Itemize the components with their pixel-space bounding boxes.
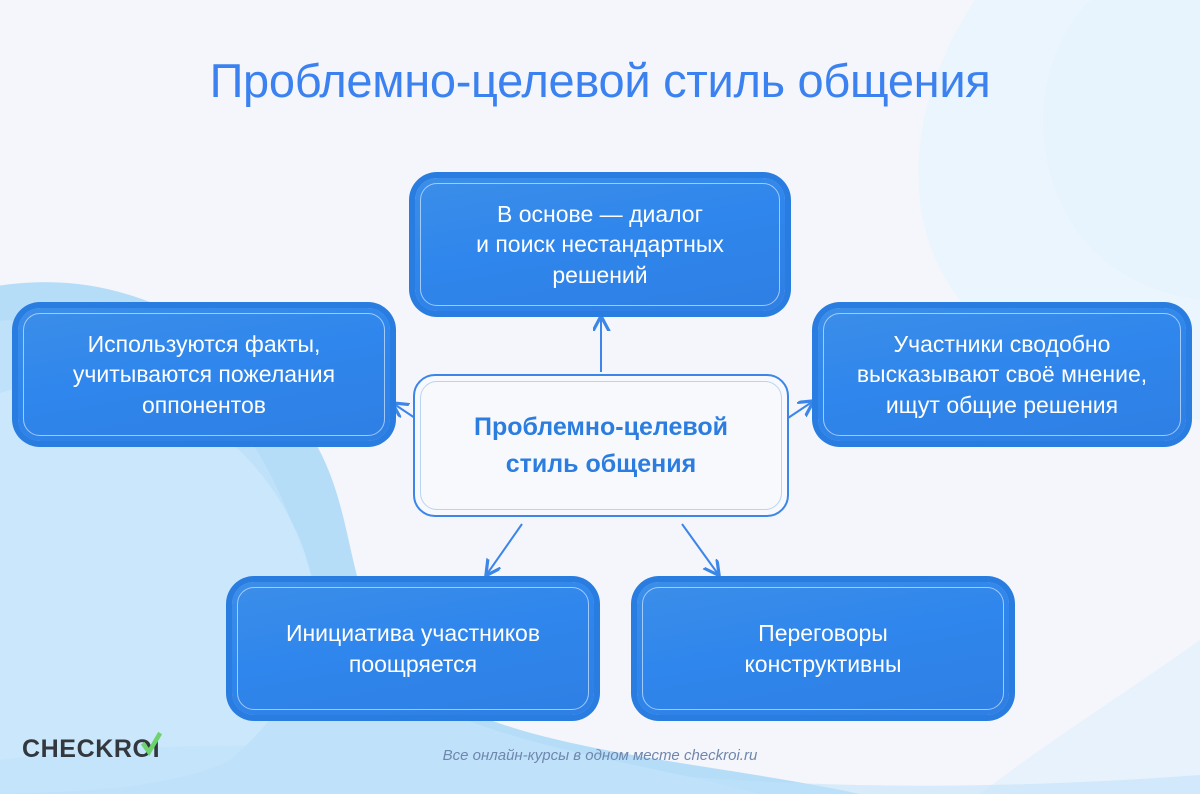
node-top[interactable]: В основе — диалог и поиск нестандартных … <box>415 178 785 311</box>
node-left-label: Используются факты, учитываются пожелани… <box>72 330 336 418</box>
blob-bottom-strip <box>0 745 1200 794</box>
checkroi-logo[interactable]: CHECKROI <box>22 731 163 764</box>
node-right[interactable]: Участники сводобно высказывают своё мнен… <box>818 308 1186 441</box>
logo-wordmark: CHECKROI <box>22 735 161 763</box>
blob-bottom-right <box>980 640 1200 794</box>
node-center-label: Проблемно-целевой стиль общения <box>473 412 729 478</box>
node-center[interactable]: Проблемно-целевой стиль общения <box>413 374 789 517</box>
footer-tagline: Все онлайн-курсы в одном месте checkroi.… <box>442 747 758 764</box>
node-left[interactable]: Используются факты, учитываются пожелани… <box>18 308 390 441</box>
page-title: Проблемно-целевой стиль общения <box>209 54 991 107</box>
node-bottom-right[interactable]: Переговоры конструктивны <box>637 582 1009 715</box>
node-bottom-right-label: Переговоры конструктивны <box>744 619 902 677</box>
node-top-label: В основе — диалог и поиск нестандартных … <box>476 200 724 288</box>
node-right-label: Участники сводобно высказывают своё мнен… <box>856 330 1148 418</box>
node-bottom-left-label: Инициатива участников поощряется <box>285 619 541 677</box>
check-mark-icon <box>140 731 163 757</box>
node-bottom-left[interactable]: Инициатива участников поощряется <box>232 582 594 715</box>
